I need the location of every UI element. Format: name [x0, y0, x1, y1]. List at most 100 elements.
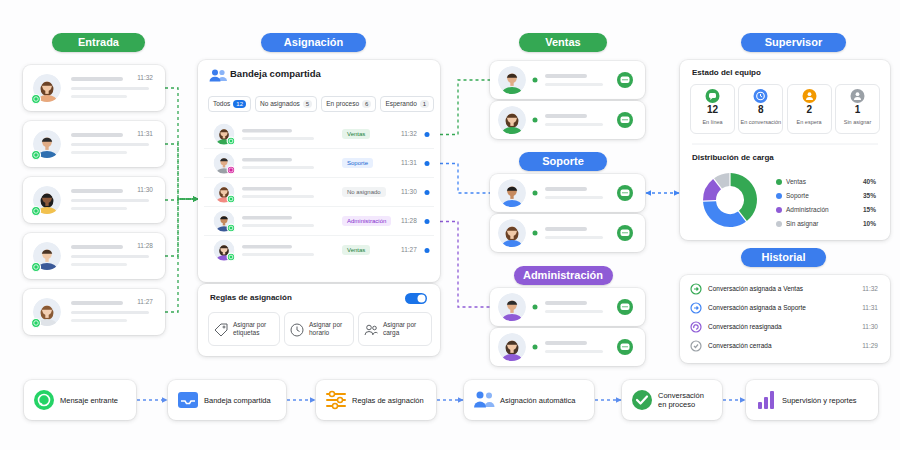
- connector: [723, 399, 745, 400]
- time-text: 11:27: [401, 246, 417, 253]
- time-text: 11:31: [137, 130, 153, 137]
- row-graphic: [204, 207, 434, 236]
- agent-graphic: [490, 214, 645, 252]
- team-status-panel: Estado del equipoDistribución de cargaVe…: [680, 60, 890, 240]
- decoration: [220, 245, 228, 248]
- message-card: 11:28: [23, 233, 165, 279]
- status-tile: 12En línea: [690, 84, 735, 134]
- decoration: [71, 95, 127, 98]
- stat-number: 1: [836, 104, 879, 116]
- legend-swatch: [776, 221, 782, 227]
- section-header: Soporte: [519, 152, 607, 171]
- step-label: Bandeja compartida: [204, 396, 271, 405]
- status-tile: 2En espera: [787, 84, 832, 134]
- decoration: [32, 319, 41, 328]
- time-text: 11:32: [862, 285, 878, 292]
- decoration: [71, 151, 127, 154]
- decoration: [242, 216, 292, 220]
- decoration: [32, 151, 41, 160]
- decoration: [770, 391, 774, 409]
- avatar-picture: [214, 124, 235, 150]
- tag-label: Ventas: [342, 245, 370, 256]
- decoration: [807, 92, 811, 96]
- header-text: Historial: [761, 251, 805, 264]
- connector: [434, 164, 490, 194]
- decoration: [215, 324, 227, 336]
- decoration: [706, 89, 720, 103]
- decoration: [545, 227, 587, 231]
- decoration: [41, 306, 54, 320]
- decoration: [626, 192, 627, 193]
- decoration: [229, 197, 233, 201]
- time-text: 11:32: [401, 130, 417, 137]
- header-text: Soporte: [542, 155, 584, 168]
- decoration: [507, 341, 517, 351]
- decoration: [507, 301, 517, 305]
- decoration: [626, 119, 627, 120]
- time-text: 11:28: [401, 217, 417, 224]
- avatar-picture: [214, 240, 235, 266]
- decoration: [34, 390, 54, 410]
- decoration: [856, 92, 860, 96]
- row-graphic: [204, 120, 434, 149]
- connector: [137, 399, 167, 400]
- decoration: [545, 187, 587, 191]
- decoration: [706, 89, 720, 103]
- decoration: [71, 255, 149, 258]
- decoration: [632, 390, 652, 410]
- decoration: [507, 74, 517, 84]
- decoration: [617, 72, 633, 88]
- decoration: [545, 83, 603, 86]
- decoration: [71, 311, 149, 314]
- decoration: [34, 153, 39, 158]
- avatar-picture: [214, 211, 235, 237]
- decoration: [624, 192, 625, 193]
- decoration: [229, 168, 233, 172]
- option-label: Asignar por carga: [383, 321, 429, 337]
- decoration: [34, 265, 39, 270]
- decoration: [622, 306, 623, 307]
- decoration: [71, 189, 123, 193]
- decoration: [291, 324, 303, 336]
- panel-title: Reglas de asignación: [210, 293, 292, 302]
- decoration: [507, 301, 517, 311]
- decoration: [42, 194, 52, 204]
- message-card: 11:30: [23, 177, 165, 223]
- decoration: [425, 219, 430, 224]
- agent-card: [490, 288, 645, 326]
- decoration: [220, 129, 228, 132]
- time-text: 11:28: [137, 242, 153, 249]
- decoration: [220, 158, 228, 161]
- decoration: [626, 79, 627, 80]
- decoration: [621, 304, 630, 311]
- connector: [595, 399, 621, 400]
- inbox-row: No asignado11:30: [204, 178, 434, 207]
- inbox-row: Ventas 11:27: [204, 236, 434, 265]
- decoration: [32, 263, 41, 272]
- decoration: [709, 93, 716, 98]
- decoration: [545, 123, 603, 126]
- decoration: [694, 345, 698, 348]
- decoration: [502, 200, 523, 214]
- decoration: [227, 195, 235, 203]
- decoration: [617, 299, 633, 315]
- decoration: [71, 245, 123, 249]
- rules-panel: Reglas de asignaciónAsignar por etiqueta…: [198, 284, 440, 356]
- legend-text: Administración: [786, 206, 829, 213]
- decoration: [373, 332, 378, 334]
- connector: [434, 80, 490, 135]
- decoration: [754, 89, 768, 103]
- flow-step: Asignación automática: [464, 380, 594, 420]
- decoration: [229, 255, 233, 259]
- decoration: [71, 199, 149, 202]
- decoration: [506, 227, 519, 241]
- decoration: [710, 98, 713, 100]
- decoration: [215, 324, 227, 336]
- msg-graphic: [23, 289, 165, 335]
- history-text: Conversación reasignada: [708, 323, 782, 330]
- decoration: [507, 74, 517, 78]
- decoration: [691, 322, 701, 332]
- decoration: [242, 195, 314, 198]
- decoration: [227, 224, 235, 232]
